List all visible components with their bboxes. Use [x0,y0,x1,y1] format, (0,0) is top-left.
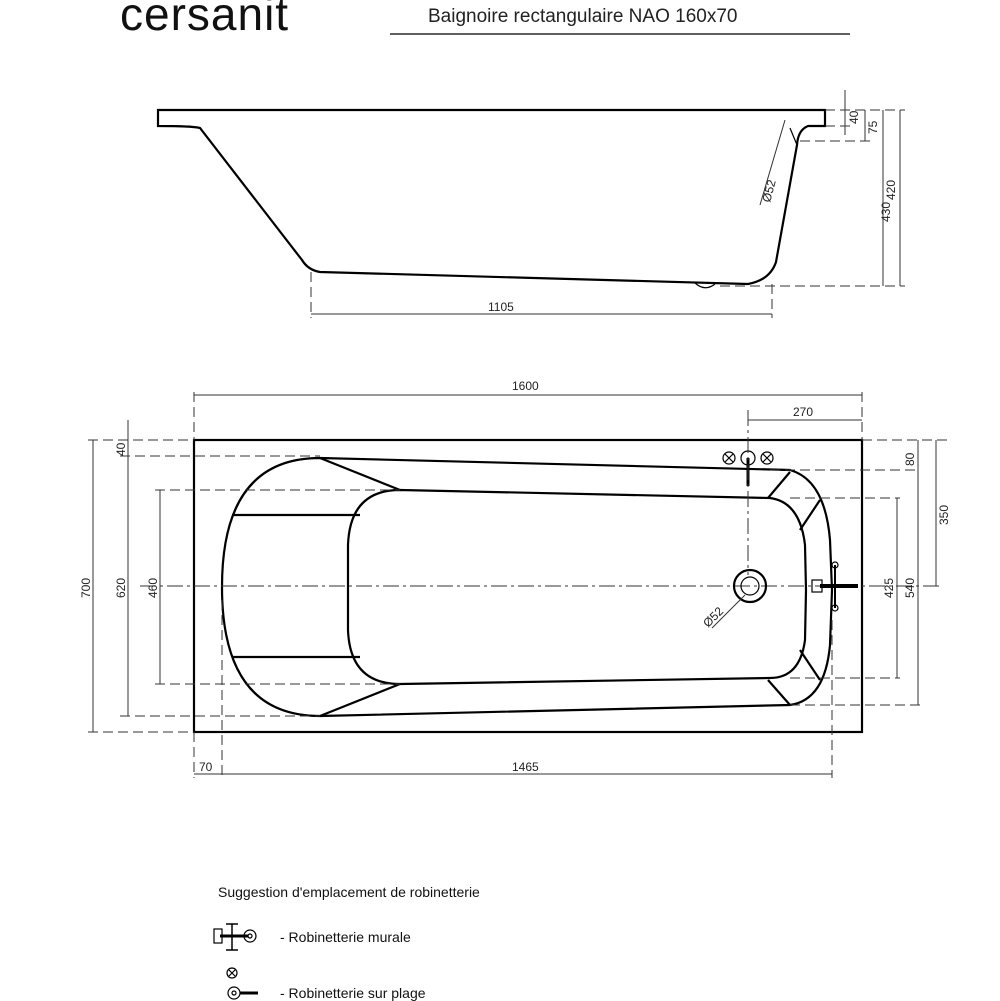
page-title: Baignoire rectangulaire NAO 160x70 [428,6,737,27]
dim-drain-top: Ø52 [700,604,726,630]
dim-rim-side: 40 [847,110,861,124]
wall-tap-legend-icon [213,923,257,951]
dim-inner-length: 1465 [512,760,539,774]
dim-bottom-width: 460 [146,578,160,598]
bathtub-side-profile [156,108,827,286]
dim-inner-540: 540 [903,578,917,598]
legend-deck-mounted: - Robinetterie sur plage [280,985,426,1001]
legend-wall-mounted: - Robinetterie murale [280,929,411,945]
wall-tap-icon [811,561,858,612]
dim-tap-from-edge: 80 [903,452,917,466]
dim-depth-total: 430 [879,202,893,222]
dim-inner-width: 620 [114,578,128,598]
corner-line [319,682,401,718]
corner-line [799,499,821,531]
corner-line [767,679,791,706]
bathtub-inner-rim [187,125,798,146]
drain-icon [732,568,768,604]
corner-line [799,649,821,681]
dim-width: 700 [79,578,93,598]
legend: Suggestion d'emplacement de robinetterie… [213,884,480,1001]
legend-heading: Suggestion d'emplacement de robinetterie [218,884,480,900]
dim-depth-inner: 420 [884,180,898,200]
dim-tap-to-center: 350 [937,505,951,525]
dim-rim-top: 40 [114,442,128,456]
dim-tap-offset: 270 [793,405,813,419]
dim-bottom-length: 1105 [488,300,514,314]
corner-line [319,456,401,492]
deck-tap-legend-icon [226,967,258,1000]
side-view: 40 75 420 430 Ø52 1105 [156,90,905,318]
drain-bump [694,282,716,289]
dim-inner-425: 425 [882,578,896,598]
dim-length: 1600 [512,379,539,393]
corner-line [767,471,791,499]
drain-leader [711,594,746,629]
top-view: Ø52 1600 270 [79,379,951,778]
dim-drain-side: Ø52 [759,178,778,204]
dim-left-rim: 70 [199,760,213,774]
basin-outer-contour [220,456,834,718]
basin-bottom-contour [346,488,808,686]
drain-leader [759,119,786,206]
dim-rim-depth: 75 [866,120,880,134]
brand-logo: cersanit [120,0,289,40]
